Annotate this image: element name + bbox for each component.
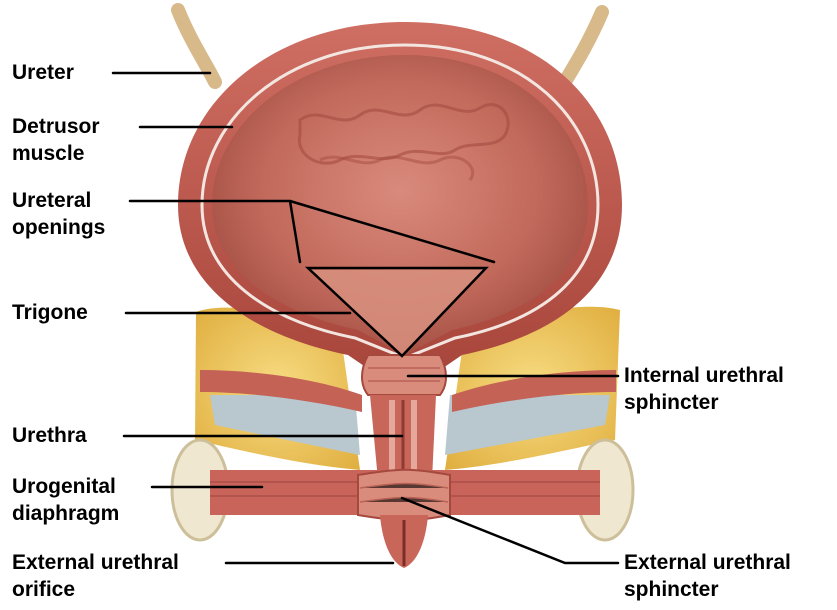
label-ureter-line1: Ureter (12, 59, 74, 86)
right-ureter (566, 12, 602, 80)
label-urethra-line1: Urethra (12, 422, 87, 449)
label-internal-line1: Internal urethral (624, 362, 784, 389)
label-ext-orifice-line1: External urethral (12, 549, 179, 576)
label-urogenital-diaphragm: Urogenital diaphragm (12, 473, 119, 527)
label-internal-line2: sphincter (624, 389, 784, 416)
label-external-line1: External urethral (624, 549, 791, 576)
label-external-line2: sphincter (624, 576, 791, 603)
label-external-urethral-sphincter: External urethral sphincter (624, 549, 791, 603)
left-ureter (178, 10, 215, 82)
label-ureteral-line1: Ureteral (12, 187, 105, 214)
label-ext-orifice-line2: orifice (12, 576, 179, 603)
label-detrusor-muscle: Detrusor muscle (12, 113, 100, 167)
label-urogenital-line2: diaphragm (12, 500, 119, 527)
label-ureteral-line2: openings (12, 214, 105, 241)
label-ureter: Ureter (12, 59, 74, 86)
label-internal-urethral-sphincter: Internal urethral sphincter (624, 362, 784, 416)
label-external-urethral-orifice: External urethral orifice (12, 549, 179, 603)
label-trigone: Trigone (12, 299, 88, 326)
label-urethra: Urethra (12, 422, 87, 449)
label-urogenital-line1: Urogenital (12, 473, 119, 500)
label-trigone-line1: Trigone (12, 299, 88, 326)
label-detrusor-line2: muscle (12, 140, 100, 167)
label-detrusor-line1: Detrusor (12, 113, 100, 140)
label-ureteral-openings: Ureteral openings (12, 187, 105, 241)
